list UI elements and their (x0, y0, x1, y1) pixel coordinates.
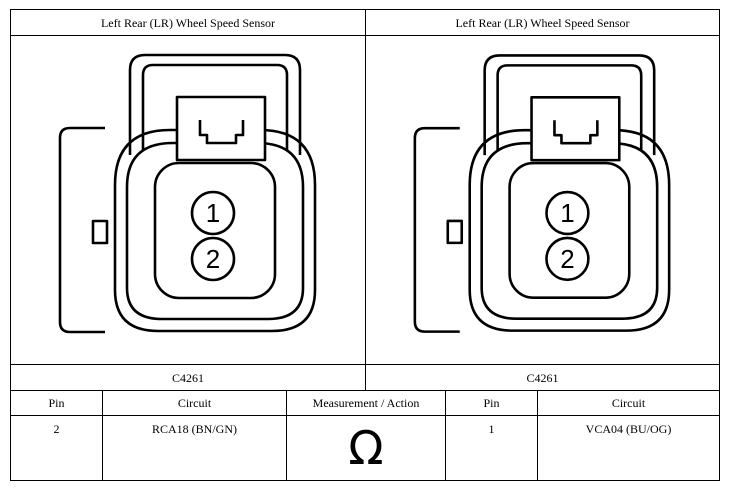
pin-1-label: 1 (206, 198, 220, 228)
connector-body-inner (125, 141, 305, 321)
connector-body-outer (468, 128, 671, 332)
connector-side-tab (413, 126, 460, 333)
connector-latch-notch (553, 120, 599, 145)
right-connector-label: C4261 (365, 364, 720, 391)
pin-1: 1 (190, 190, 236, 236)
pin-2: 2 (545, 236, 590, 282)
row-circuit-right: VCA04 (BU/OG) (537, 415, 720, 481)
row-measurement: Ω (286, 415, 446, 481)
header-circuit-right: Circuit (537, 390, 720, 416)
left-sensor-title: Left Rear (LR) Wheel Speed Sensor (10, 9, 366, 36)
pin-2-label: 2 (560, 246, 574, 274)
connector-stub (91, 219, 109, 245)
connector-housing-top-inner (141, 63, 289, 150)
header-pin-right: Pin (445, 390, 538, 416)
right-sensor-title: Left Rear (LR) Wheel Speed Sensor (365, 9, 720, 36)
connector-latch (175, 95, 267, 162)
pin-1: 1 (545, 190, 590, 236)
header-measurement: Measurement / Action (286, 390, 446, 416)
pin-2-label: 2 (206, 244, 220, 274)
pin-1-label: 1 (560, 200, 574, 228)
connector-stub (446, 219, 464, 245)
left-connector-drawing: 1 2 (58, 53, 317, 334)
connector-housing-top (483, 54, 656, 156)
connector-side-tab (58, 126, 105, 334)
right-connector-drawing: 1 2 (413, 54, 671, 333)
ohm-symbol-icon: Ω (348, 421, 384, 475)
connector-latch (530, 95, 621, 162)
connector-housing-top (128, 53, 302, 155)
connector-body-inner (480, 141, 659, 320)
row-pin-right: 1 (445, 415, 538, 481)
connector-body-outer (113, 128, 317, 333)
header-pin-left: Pin (10, 390, 103, 416)
row-circuit-left: RCA18 (BN/GN) (102, 415, 287, 481)
header-circuit-left: Circuit (102, 390, 287, 416)
connector-latch-notch (198, 120, 245, 145)
left-connector-label: C4261 (10, 364, 366, 391)
connector-housing-top-inner (496, 64, 643, 151)
pin-2: 2 (190, 236, 236, 282)
row-pin-left: 2 (10, 415, 103, 481)
